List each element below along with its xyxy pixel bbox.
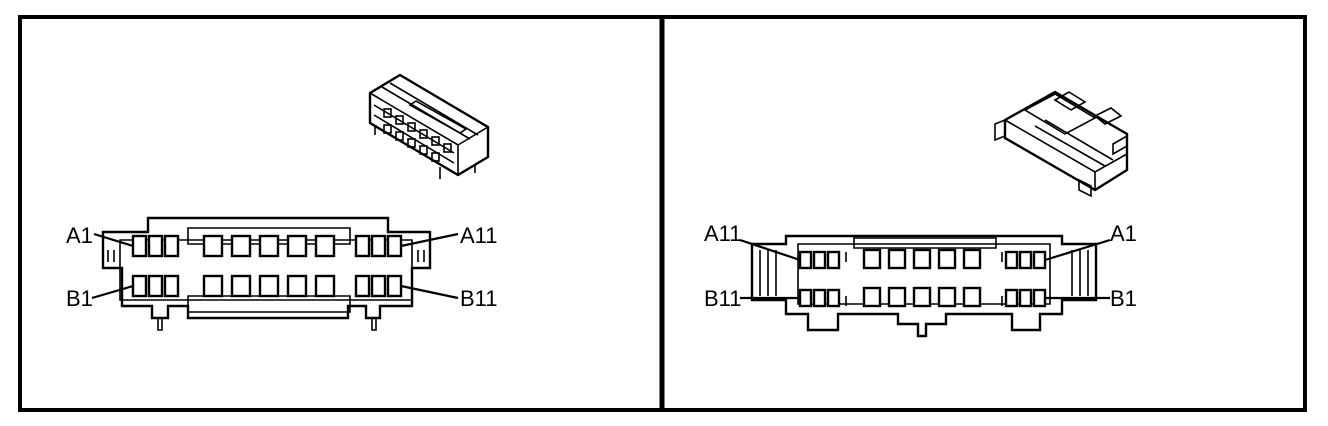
right-label-a1: A1 bbox=[1110, 221, 1137, 246]
left-connector-isometric bbox=[368, 73, 490, 179]
left-label-a11: A11 bbox=[460, 223, 498, 248]
right-connector-front-view bbox=[750, 234, 1098, 338]
right-label-b1: B1 bbox=[1110, 286, 1137, 311]
left-leader-a1 bbox=[93, 232, 134, 248]
right-panel: A11 A1 B11 B1 bbox=[704, 90, 1137, 338]
left-label-b11: B11 bbox=[460, 286, 498, 311]
right-leader-a11 bbox=[739, 238, 801, 262]
right-leader-a1 bbox=[1044, 238, 1111, 262]
right-label-b11: B11 bbox=[704, 286, 742, 311]
left-leader-b1 bbox=[91, 284, 134, 300]
left-connector-front-view bbox=[101, 216, 432, 331]
left-label-b1: B1 bbox=[66, 286, 93, 311]
right-label-a11: A11 bbox=[704, 221, 742, 246]
left-panel: A1 A11 B1 B11 bbox=[66, 73, 498, 331]
left-label-a1: A1 bbox=[66, 223, 93, 248]
left-leader-a11 bbox=[400, 232, 459, 248]
left-leader-b11 bbox=[400, 284, 459, 300]
right-connector-isometric bbox=[994, 90, 1129, 198]
